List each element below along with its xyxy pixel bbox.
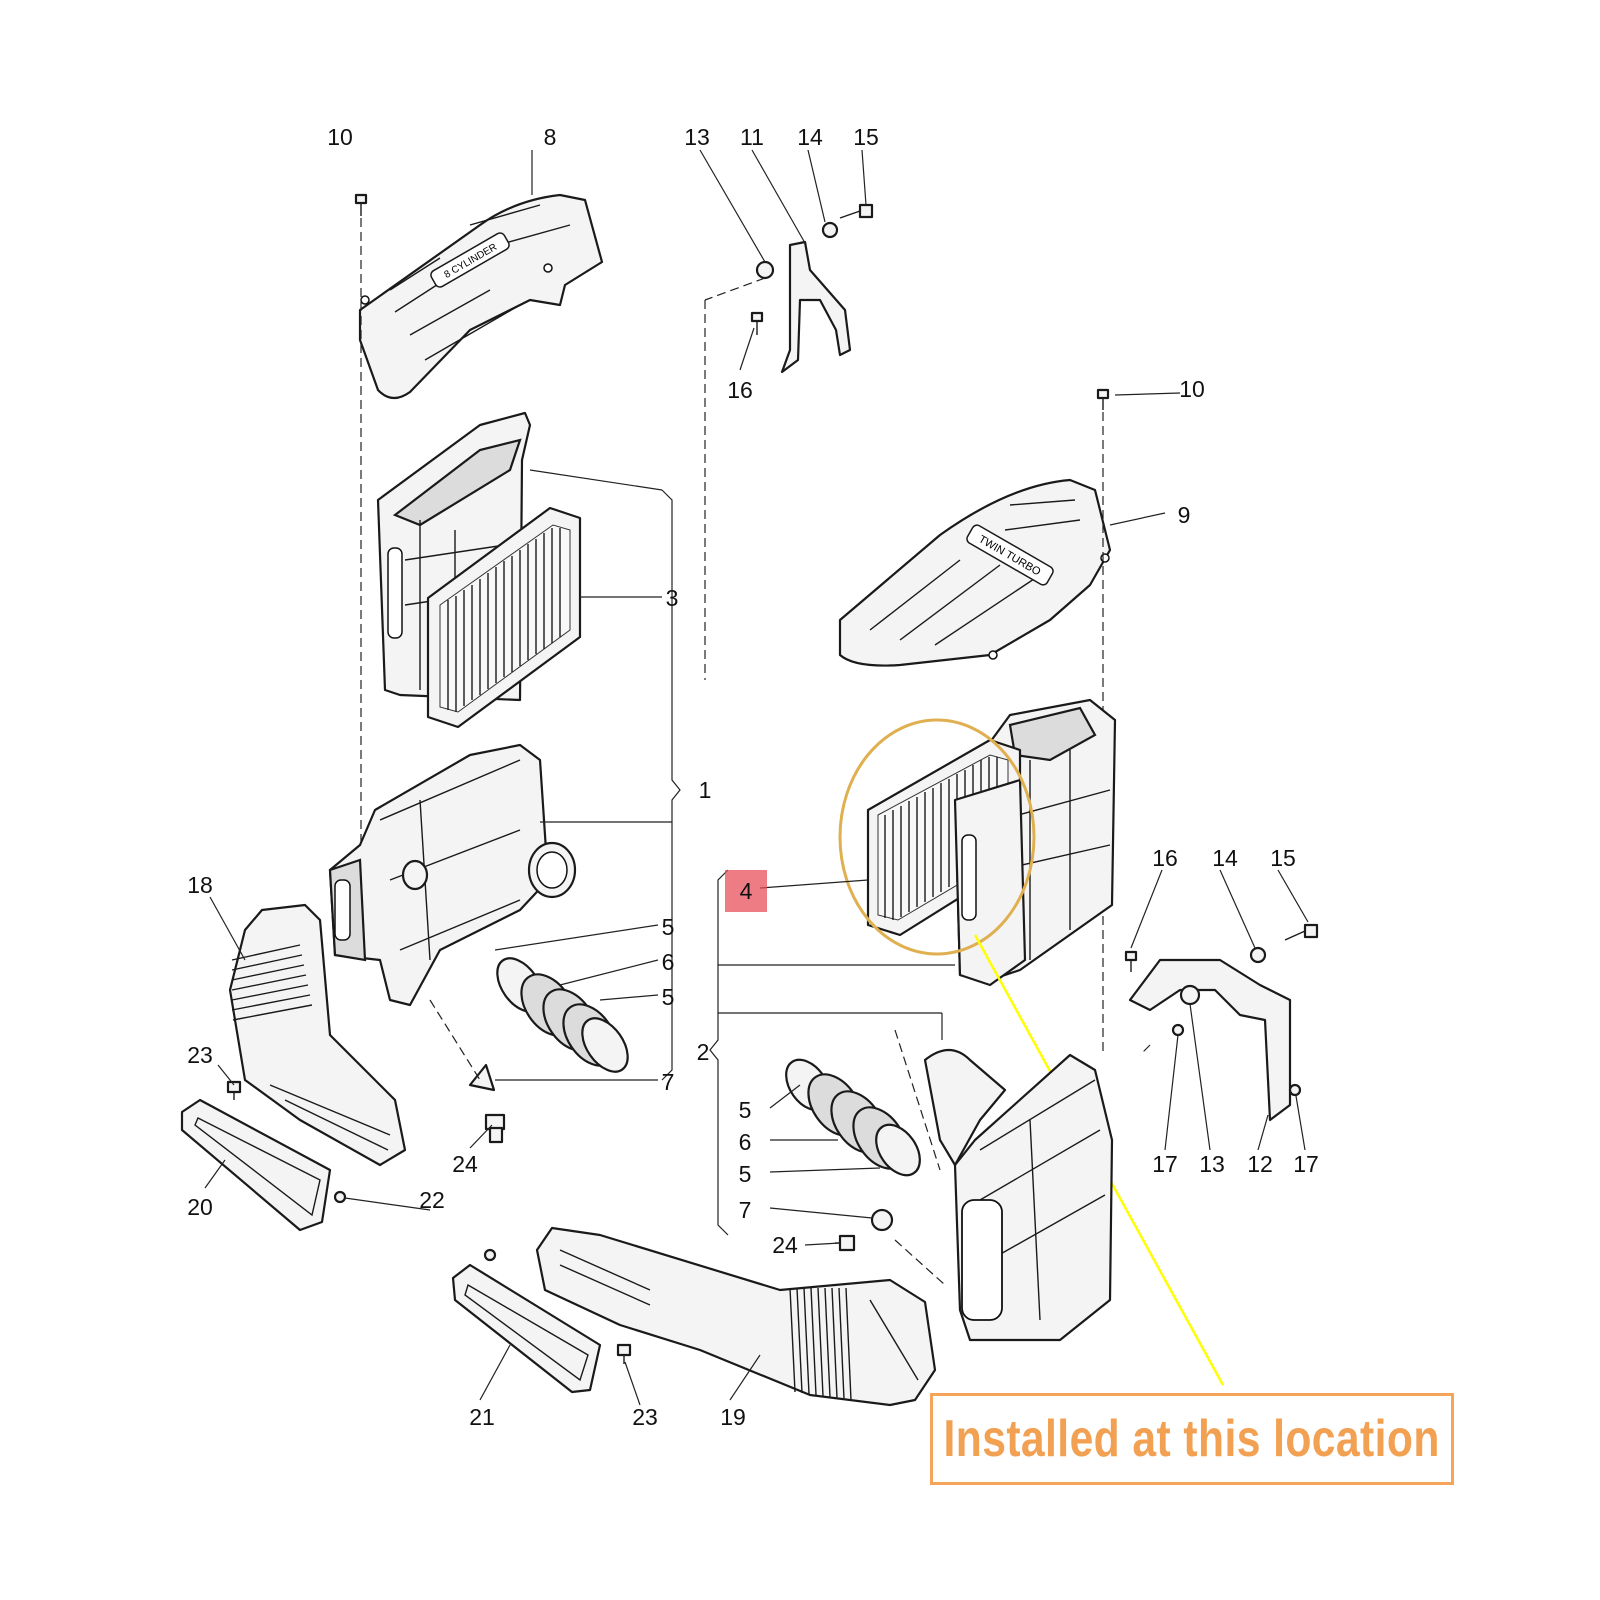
annotation-box: Installed at this location xyxy=(930,1393,1454,1485)
engine-cover-left: 8 CYLINDER xyxy=(358,193,604,400)
nut-22-left xyxy=(333,1190,347,1204)
callout-10: 10 xyxy=(327,124,353,150)
nut-17-right-a xyxy=(1171,1023,1185,1037)
part-4-highlight xyxy=(725,870,767,912)
bolt-15-right xyxy=(1284,923,1319,941)
intake-duct-19 xyxy=(535,1226,937,1407)
washer-14-top xyxy=(821,221,839,239)
bolt-10-right xyxy=(1096,388,1110,410)
callout-23: 23 xyxy=(187,1042,213,1068)
callout-13: 13 xyxy=(684,124,710,150)
washer-14-right xyxy=(1249,946,1267,964)
callout-7: 7 xyxy=(662,1069,675,1095)
callout-15: 15 xyxy=(853,124,879,150)
callout-14: 14 xyxy=(797,124,823,150)
engine-cover-right: TWIN TURBO xyxy=(838,478,1112,667)
callout-12: 12 xyxy=(1247,1151,1273,1177)
callout-17: 17 xyxy=(1293,1151,1319,1177)
callout-numbers: 10 8 13 11 14 15 16 10 9 3 1 18 5 6 5 7 … xyxy=(187,124,1319,1430)
intake-duct-18 xyxy=(228,903,407,1167)
highlight-circle xyxy=(838,718,1036,956)
annotation-text: Installed at this location xyxy=(943,1410,1441,1468)
bracket-11-top xyxy=(780,240,852,374)
hose-clamp-assembly-left xyxy=(496,957,629,1073)
callout-3: 3 xyxy=(666,585,679,611)
hose-clamp-assembly-right xyxy=(785,1058,921,1177)
callout-17: 17 xyxy=(1152,1151,1178,1177)
filter-frame-right xyxy=(953,778,1027,987)
callout-22: 22 xyxy=(419,1187,445,1213)
bracket-12-right xyxy=(1128,958,1292,1122)
callout-24: 24 xyxy=(772,1232,798,1258)
grommet-7-left xyxy=(468,1063,496,1092)
sensor-24-left xyxy=(484,1113,506,1144)
callout-15: 15 xyxy=(1270,845,1296,871)
screw-23-left xyxy=(226,1080,242,1100)
gasket-20 xyxy=(180,1098,332,1232)
gasket-21 xyxy=(451,1263,602,1394)
callout-23: 23 xyxy=(632,1404,658,1430)
screw-16-top xyxy=(750,311,764,335)
nut-17-right-b xyxy=(1288,1083,1302,1097)
bolt-10-left xyxy=(354,193,368,216)
callout-20: 20 xyxy=(187,1194,213,1220)
callout-16: 16 xyxy=(727,377,753,403)
callout-11: 11 xyxy=(740,124,764,150)
callout-7: 7 xyxy=(739,1197,752,1223)
callout-6: 6 xyxy=(739,1129,752,1155)
callout-13: 13 xyxy=(1199,1151,1225,1177)
callout-2: 2 xyxy=(697,1039,710,1065)
group-bracket-2 xyxy=(709,869,955,1236)
nut-13-right xyxy=(1179,984,1201,1006)
callout-1: 1 xyxy=(699,777,712,803)
callout-9: 9 xyxy=(1178,502,1191,528)
callout-16: 16 xyxy=(1152,845,1178,871)
callout-19: 19 xyxy=(720,1404,746,1430)
leader-lines xyxy=(204,149,1309,1406)
callout-5: 5 xyxy=(662,914,675,940)
callout-24: 24 xyxy=(452,1151,478,1177)
screw-23-center xyxy=(616,1343,632,1364)
group-bracket-1 xyxy=(529,469,681,1081)
screw-16-right xyxy=(1124,950,1138,972)
callout-21: 21 xyxy=(469,1404,495,1430)
grommet-7-right xyxy=(870,1208,894,1232)
callout-8: 8 xyxy=(544,124,557,150)
callout-4: 4 xyxy=(740,878,753,904)
callout-5: 5 xyxy=(662,984,675,1010)
callout-5: 5 xyxy=(739,1097,752,1123)
air-filter-housing-lower-left xyxy=(328,743,577,1007)
bolt-15-top xyxy=(839,203,874,219)
callout-14: 14 xyxy=(1212,845,1238,871)
air-filter-housing-lower-right xyxy=(923,1048,1114,1342)
nut-13-top xyxy=(755,260,775,280)
air-filter-element-left xyxy=(426,506,582,729)
callout-6: 6 xyxy=(662,949,675,975)
nut-22-center xyxy=(483,1248,497,1262)
callout-10: 10 xyxy=(1179,376,1205,402)
callout-5: 5 xyxy=(739,1161,752,1187)
callout-18: 18 xyxy=(187,872,213,898)
